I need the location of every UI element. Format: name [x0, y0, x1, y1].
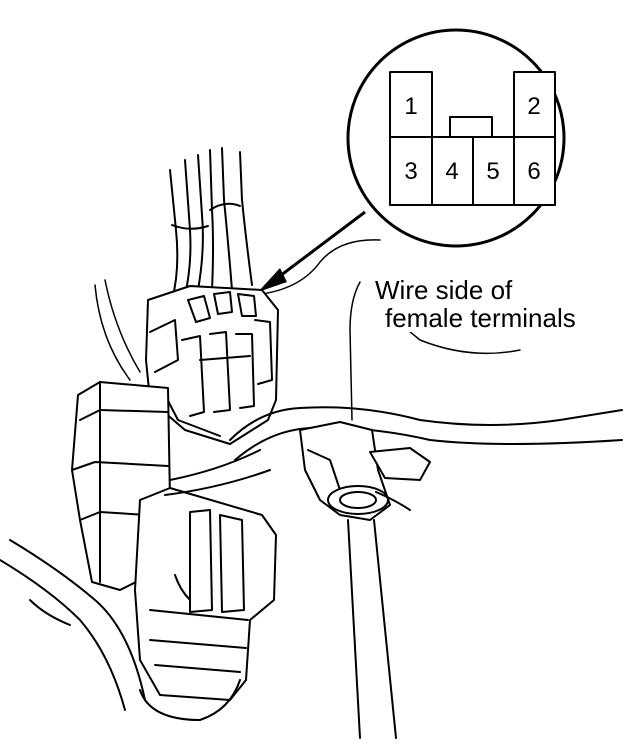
caption: Wire side of female terminals — [372, 270, 608, 333]
background-wires — [94, 239, 381, 381]
lower-cable — [0, 539, 241, 721]
pin-2-label: 2 — [527, 93, 540, 120]
upper-connector — [145, 285, 279, 445]
upper-wires — [169, 147, 253, 301]
pin-5-label: 5 — [486, 158, 499, 185]
harness-and-clip — [164, 281, 623, 739]
pin-inset: 1 2 3 4 5 6 — [346, 28, 566, 248]
pin-6-label: 6 — [527, 158, 540, 185]
pin-1-label: 1 — [404, 93, 417, 120]
pointer-arrow — [258, 210, 366, 292]
caption-line-2: female terminals — [385, 303, 576, 333]
lower-connector — [134, 487, 277, 701]
pin-4-label: 4 — [445, 158, 458, 185]
pin-3-label: 3 — [404, 158, 417, 185]
caption-line-1: Wire side of — [375, 275, 513, 305]
